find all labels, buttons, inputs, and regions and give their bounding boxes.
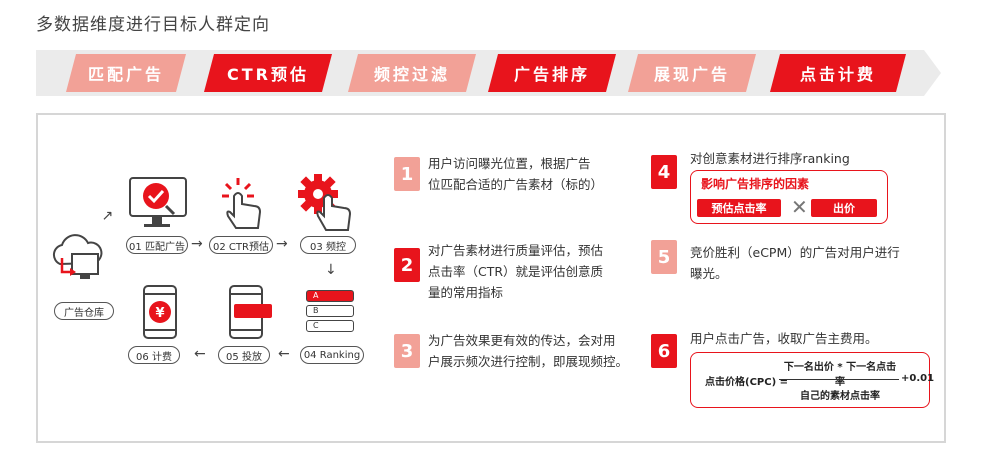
factor-predicted-ctr: 预估点击率 (697, 199, 781, 217)
flow-step-06: 06 计费 (128, 346, 180, 364)
item-desc-line: 竞价胜利（eCPM）的广告对用户进行 (690, 245, 900, 260)
gear-hand-icon (298, 174, 352, 231)
item-desc-line: 点击率（CTR）就是评估创意质 (428, 264, 604, 279)
item-desc-line: 位匹配合适的广告素材（标的） (428, 177, 604, 192)
factor-bid: 出价 (811, 199, 877, 217)
flow-step-05: 05 投放 (218, 346, 270, 364)
multiply-icon: ✕ (791, 195, 808, 219)
flow-step-01: 01 匹配广告 (126, 236, 188, 254)
pipeline-step-ranking: 广告排序 (488, 54, 616, 92)
ranking-factors-box: 影响广告排序的因素 预估点击率 ✕ 出价 (690, 170, 888, 224)
click-hand-icon (222, 178, 262, 229)
flow-step-04: 04 Ranking (300, 346, 364, 364)
arrow-right-icon: → (276, 236, 288, 252)
phone-ad-icon (229, 285, 272, 339)
detail-panel (36, 113, 946, 443)
item-number-1: 1 (394, 157, 420, 191)
item-number-3: 3 (394, 334, 420, 368)
pipeline-step-display: 展现广告 (628, 54, 756, 92)
pipeline-step-label: 点击计费 (799, 65, 876, 84)
pipeline-step-label: 频控过滤 (373, 65, 450, 84)
cpc-formula-box: 点击价格(CPC) = 下一名出价 * 下一名点击率 自己的素材点击率 +0.0… (690, 352, 934, 408)
item-desc-6: 用户点击广告，收取广告主费用。 (690, 331, 878, 346)
arrow-left-icon: ← (278, 346, 290, 362)
flow-step-03: 03 频控 (300, 236, 356, 254)
item-desc-line: 曝光。 (690, 266, 728, 281)
ranking-list: A B C (306, 290, 354, 332)
ranking-item-b: B (306, 305, 354, 317)
pipeline-step-ctr: CTR预估 (204, 54, 332, 92)
cloud-warehouse-icon (52, 234, 103, 279)
formula-plus: +0.01 (901, 373, 935, 384)
phone-coin-icon: ¥ (143, 285, 177, 339)
pipeline-step-match: 匹配广告 (66, 54, 186, 92)
formula-fraction-line (779, 379, 899, 380)
formula-label: 点击价格(CPC) = (705, 373, 788, 388)
formula-numerator: 下一名出价 * 下一名点击率 (783, 362, 897, 388)
ranking-factors-title: 影响广告排序的因素 (701, 177, 810, 191)
flow-step-02: 02 CTR预估 (209, 236, 273, 254)
pipeline-step-frequency: 频控过滤 (348, 54, 476, 92)
item-desc-line: 量的常用指标 (428, 285, 504, 300)
pipeline-step-label: 广告排序 (513, 65, 590, 84)
item-desc-5: 竞价胜利（eCPM）的广告对用户进行 曝光。 (690, 242, 900, 284)
arrow-down-icon: ↓ (325, 262, 337, 278)
item-desc-line: 对广告素材进行质量评估，预估 (428, 243, 604, 258)
pipeline-step-billing: 点击计费 (770, 54, 906, 92)
pipeline-step-label: 展现广告 (653, 65, 730, 84)
item-desc-line: 为广告效果更有效的传达，会对用 (428, 333, 616, 348)
item-desc-line: 户展示频次进行控制，即展现频控。 (428, 354, 629, 369)
ranking-item-c: C (306, 320, 354, 332)
ranking-item-a: A (306, 290, 354, 302)
coin-symbol: ¥ (155, 306, 164, 321)
item-desc-3: 为广告效果更有效的传达，会对用 户展示频次进行控制，即展现频控。 (428, 330, 628, 372)
item-desc-4: 对创意素材进行排序ranking (690, 151, 850, 166)
arrow-left-icon: ← (194, 346, 206, 362)
pipeline-step-label: 匹配广告 (87, 65, 164, 84)
item-desc-2: 对广告素材进行质量评估，预估 点击率（CTR）就是评估创意质 量的常用指标 (428, 240, 603, 303)
item-desc-line: 用户访问曝光位置，根据广告 (428, 156, 591, 171)
pipeline-band: 匹配广告 CTR预估 频控过滤 广告排序 展现广告 点击计费 (36, 50, 941, 96)
formula-denominator: 自己的素材点击率 (800, 391, 880, 402)
formula-label-text: 点击价格(CPC) (705, 377, 777, 388)
pipeline-step-label: CTR预估 (227, 65, 309, 84)
item-desc-1: 用户访问曝光位置，根据广告 位匹配合适的广告素材（标的） (428, 153, 603, 195)
formula-equals: = (779, 377, 789, 388)
warehouse-caption: 广告仓库 (54, 302, 114, 320)
page-title: 多数据维度进行目标人群定向 (36, 15, 270, 35)
item-number-4: 4 (651, 155, 677, 189)
item-number-2: 2 (394, 248, 420, 282)
arrow-right-icon: → (191, 236, 203, 252)
monitor-check-icon (129, 177, 187, 227)
item-number-5: 5 (651, 240, 677, 274)
item-number-6: 6 (651, 334, 677, 368)
